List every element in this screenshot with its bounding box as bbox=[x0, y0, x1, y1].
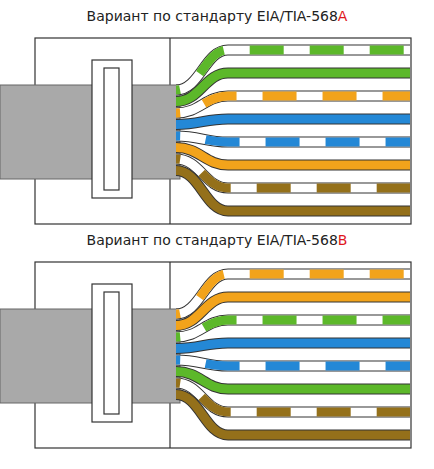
wire-stripe bbox=[176, 320, 410, 337]
wire bbox=[176, 320, 410, 337]
wire-outline bbox=[176, 372, 410, 390]
latch bbox=[92, 60, 132, 198]
cable-jacket bbox=[0, 85, 180, 179]
heading-text: Вариант по стандарту EIA/TIA-568 bbox=[87, 232, 338, 248]
plug-body bbox=[35, 262, 411, 448]
wire-outline bbox=[176, 136, 410, 142]
wire-outline bbox=[176, 343, 410, 349]
wire-stripe bbox=[176, 96, 410, 113]
wire-stripe bbox=[176, 383, 410, 412]
wire-stripe bbox=[176, 136, 410, 142]
wire bbox=[176, 159, 410, 188]
wire-stripe bbox=[176, 360, 410, 366]
latch-slot bbox=[104, 68, 119, 190]
latch bbox=[92, 284, 132, 422]
wire bbox=[176, 343, 410, 349]
wire-stripe bbox=[176, 159, 410, 188]
wire-outline bbox=[176, 119, 410, 125]
wire-outline bbox=[176, 171, 410, 212]
heading: Вариант по стандарту EIA/TIA-568B bbox=[0, 232, 434, 248]
plug-body bbox=[35, 38, 411, 224]
standard-letter: B bbox=[338, 232, 348, 248]
wire bbox=[176, 372, 410, 390]
cable-jacket bbox=[0, 309, 180, 403]
standard-letter: A bbox=[338, 8, 348, 24]
wire bbox=[176, 360, 410, 366]
wire bbox=[176, 119, 410, 125]
wire bbox=[176, 96, 410, 113]
latch-slot bbox=[104, 292, 119, 414]
wire-outline bbox=[176, 148, 410, 166]
wire-outline bbox=[176, 96, 410, 113]
wire-outline bbox=[176, 159, 410, 188]
wire bbox=[176, 148, 410, 166]
wire bbox=[176, 395, 410, 436]
wire-outline bbox=[176, 320, 410, 337]
heading-text: Вариант по стандарту EIA/TIA-568 bbox=[87, 8, 338, 24]
wire bbox=[176, 383, 410, 412]
wire bbox=[176, 136, 410, 142]
wire-outline bbox=[176, 360, 410, 366]
wire-outline bbox=[176, 395, 410, 436]
wire-outline bbox=[176, 383, 410, 412]
heading: Вариант по стандарту EIA/TIA-568A bbox=[0, 8, 434, 24]
wire bbox=[176, 171, 410, 212]
